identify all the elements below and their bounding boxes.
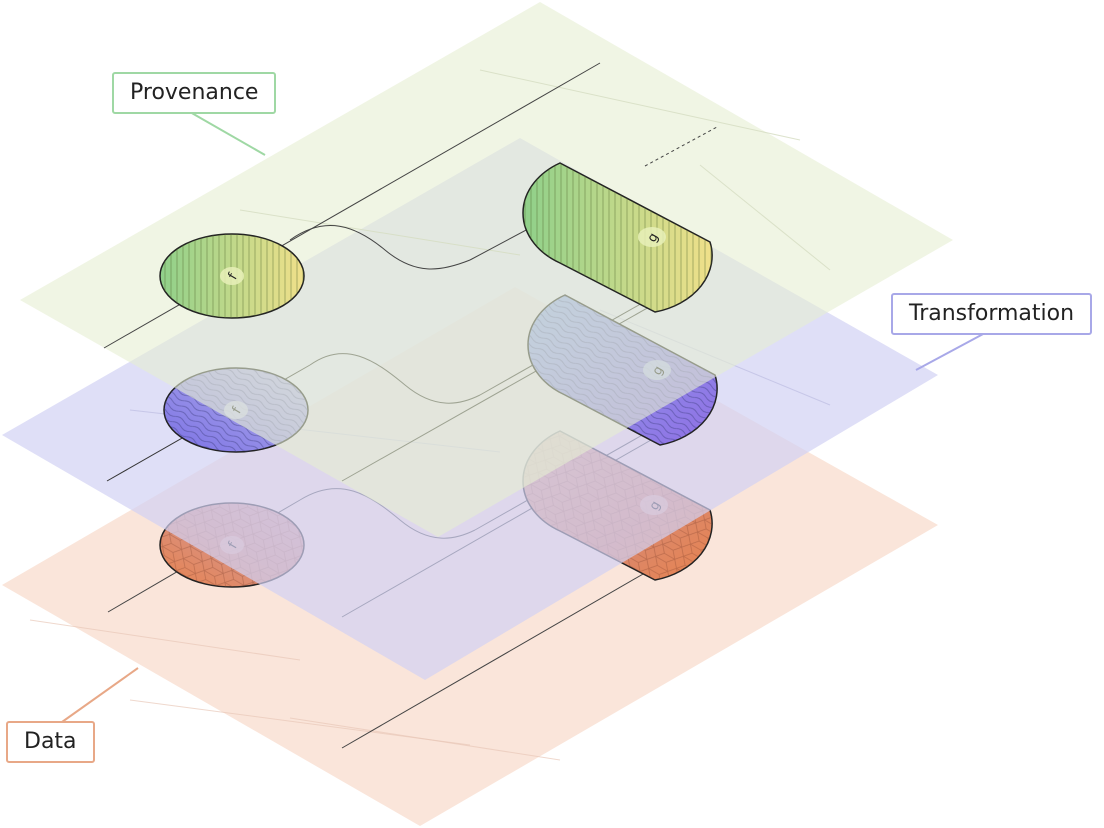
data-leader xyxy=(61,667,139,723)
data-label: Data xyxy=(6,721,95,764)
provenance-label: Provenance xyxy=(112,72,277,115)
provenance-leader xyxy=(189,111,266,156)
transformation-label: Transformation xyxy=(891,293,1093,336)
provenance-g-node: g xyxy=(522,162,713,313)
provenance-f-node: f xyxy=(159,233,305,319)
provenance-grid xyxy=(239,69,831,271)
data-grid xyxy=(29,619,561,761)
provenance-f-label: f xyxy=(226,271,241,283)
provenance-plane xyxy=(20,2,953,537)
transformation-leader xyxy=(915,332,986,371)
provenance-layer: f g xyxy=(20,2,953,537)
